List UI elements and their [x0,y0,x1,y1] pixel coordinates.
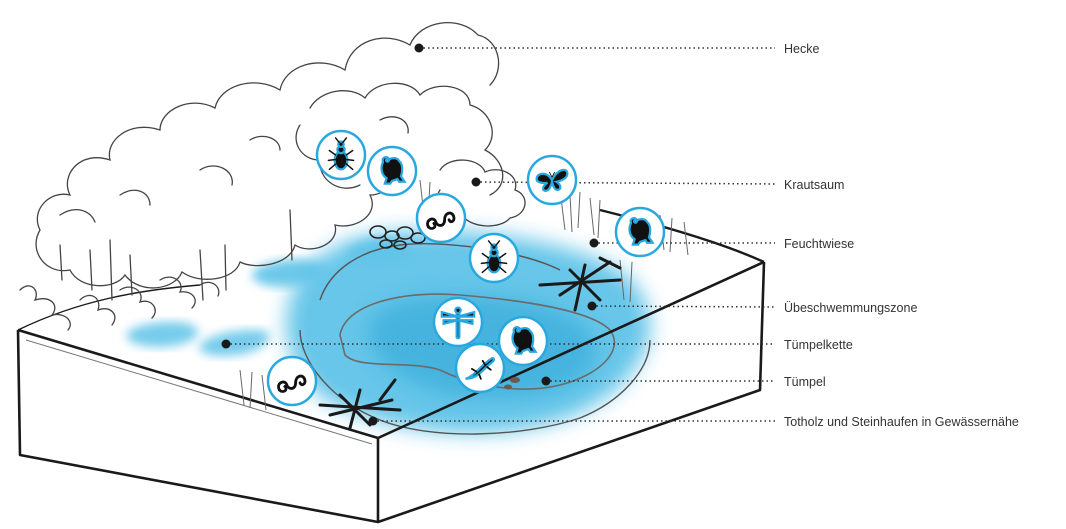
water-areas [126,231,650,434]
label-totholz: Totholz und Steinhaufen in Gewässernähe [784,415,1019,429]
frog-icon [368,147,416,195]
butterfly-icon [528,156,576,204]
leader-krautsaum [476,182,775,184]
frog-icon [616,208,664,256]
label-tuempelkette: Tümpelkette [784,338,853,352]
beetle-icon [470,234,518,282]
beetle-icon [317,131,365,179]
leader-ueberschwemmungszone [592,306,775,307]
snake-icon [417,194,465,242]
label-feuchtwiese: Feuchtwiese [784,237,854,251]
snake-icon [268,357,316,405]
label-tuempel: Tümpel [784,375,826,389]
label-ueberschwemmungszone: Übeschwemmungszone [784,301,917,315]
label-hecke: Hecke [784,42,819,56]
dragonfly-icon [434,298,482,346]
label-krautsaum: Krautsaum [784,178,844,192]
frog-icon [499,317,547,365]
lizard-icon [456,344,504,392]
